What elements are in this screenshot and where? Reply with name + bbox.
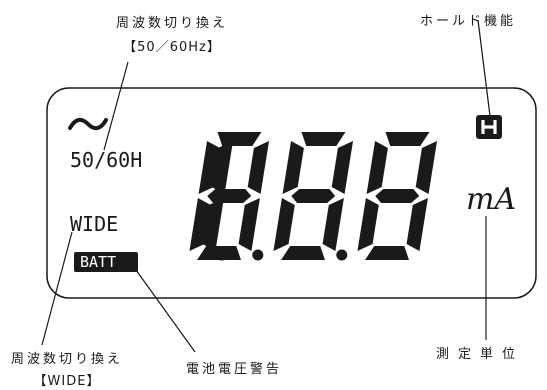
digit-3-segment-b — [331, 141, 354, 194]
unit-indicator: mA — [466, 182, 517, 217]
leader-freq-bottom — [41, 231, 73, 346]
batt-indicator-box — [74, 252, 138, 272]
leader-freq-top — [103, 61, 129, 151]
label-freq-select-top-line2: 【50／60Hz】 — [123, 40, 221, 55]
digit-4-segment-c — [406, 198, 428, 251]
leader-battery — [135, 269, 196, 353]
digit-3-segment-g — [291, 189, 336, 203]
seven-segment-reading — [189, 132, 438, 261]
digit-4-segment-a — [385, 132, 430, 146]
label-freq-select-bottom-line2: 【WIDE】 — [33, 374, 101, 389]
digit-3-segment-e — [273, 198, 295, 251]
ac-tilde-icon — [68, 117, 108, 131]
digit-2-segment-f — [198, 141, 220, 194]
digit-2-segment-e — [189, 198, 211, 251]
freq-indicator-50-60: 50/60H — [70, 148, 143, 172]
label-hold-function: ホールド機能 — [420, 14, 517, 29]
hold-h-glyph — [481, 120, 497, 134]
label-battery-warning: 電池電圧警告 — [186, 362, 283, 377]
digit-2-segment-c — [238, 198, 260, 251]
digit-2-segment-g — [207, 189, 252, 203]
digit-2-decimal-point — [252, 249, 264, 261]
digit-2-segment-d — [197, 246, 241, 260]
digit-4-segment-b — [415, 141, 438, 194]
digit-4-segment-e — [357, 198, 379, 251]
wide-indicator: WIDE — [70, 212, 119, 236]
digit-3-segment-c — [322, 198, 344, 251]
digit-3-segment-f — [282, 141, 304, 194]
digit-2-segment-a — [217, 132, 262, 146]
label-freq-select-top-line1: 周波数切り換え — [115, 16, 228, 31]
digit-3-segment-d — [281, 246, 325, 260]
batt-indicator-label: BATT — [80, 253, 117, 271]
digit-3-decimal-point — [336, 249, 348, 261]
digit-4-segment-d — [365, 246, 409, 260]
label-measurement-unit: 測定単位 — [436, 347, 525, 362]
leader-hold — [477, 19, 491, 117]
lcd-panel-outline — [46, 87, 537, 299]
digit-4-segment-f — [366, 141, 388, 194]
label-freq-select-bottom-line1: 周波数切り換え — [10, 352, 123, 367]
digit-4-segment-g — [375, 189, 420, 203]
digit-3-segment-a — [301, 132, 346, 146]
digit-2-segment-b — [247, 141, 270, 194]
